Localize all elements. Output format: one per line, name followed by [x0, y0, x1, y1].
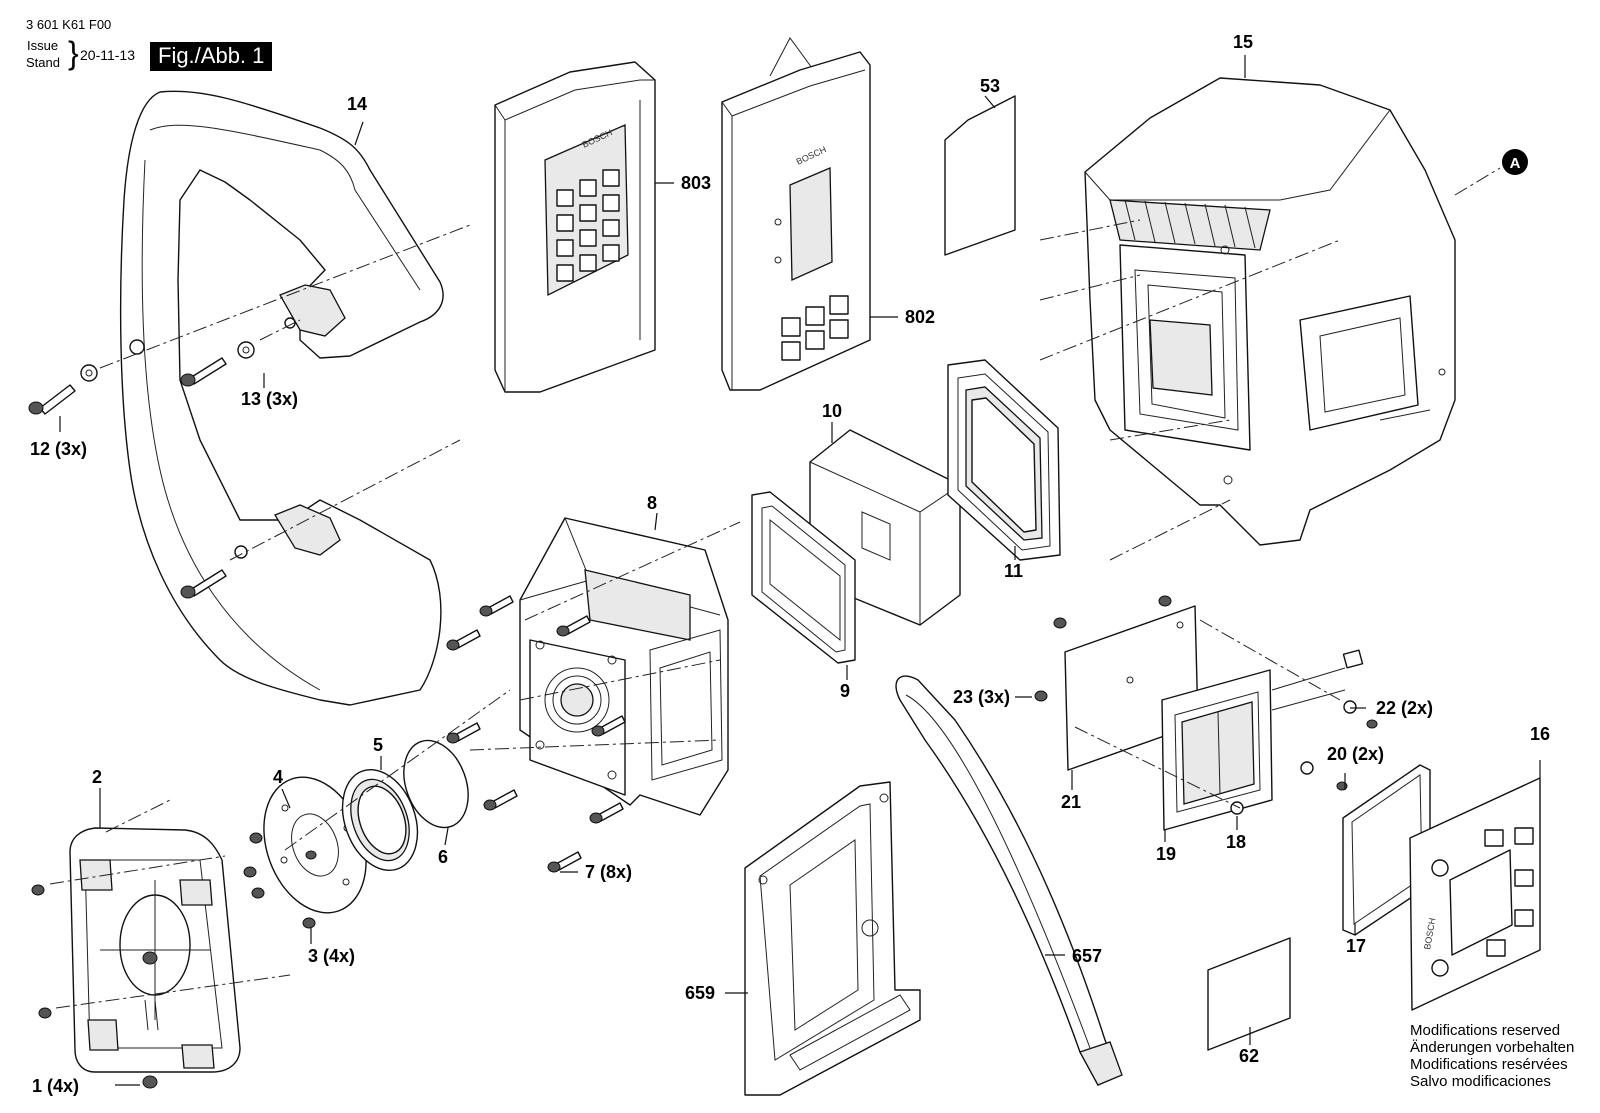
screw-7-group [446, 595, 626, 873]
label-62 [1207, 937, 1291, 1051]
screw-23-group [1034, 595, 1172, 702]
screw-3-group [249, 832, 316, 929]
callout-18: 18 [1226, 832, 1246, 852]
housing-15 [1084, 77, 1456, 546]
callout-9: 9 [840, 681, 850, 701]
reference-a-marker [1502, 149, 1528, 175]
callout-20: 20 (2x) [1327, 744, 1384, 764]
callout-21: 21 [1061, 792, 1081, 812]
handle-14 [119, 90, 444, 706]
housing-fins [1124, 199, 1256, 249]
callout-19: 19 [1156, 844, 1176, 864]
callout-11: 11 [1004, 561, 1023, 581]
leader-lines [59, 55, 1541, 1086]
front-plate-16: BOSCH [1409, 777, 1541, 1011]
issue-label: Issue [27, 38, 59, 53]
issue-date: 20-11-13 [80, 47, 136, 63]
callout-7: 7 (8x) [585, 862, 632, 882]
callout-10: 10 [822, 401, 842, 421]
mount-8 [519, 517, 729, 816]
callout-13: 13 (3x) [241, 389, 298, 409]
label-53 [944, 95, 1016, 256]
callout-12: 12 (3x) [30, 439, 87, 459]
ring-5 [341, 768, 419, 872]
figure-tag: Fig./Abb. 1 [150, 42, 273, 71]
screw-1-group [31, 866, 257, 1089]
callout-5: 5 [373, 735, 383, 755]
callout-2: 2 [92, 767, 102, 787]
receiver-keypad [781, 295, 849, 361]
sensor-19 [1161, 649, 1364, 831]
callout-3: 3 (4x) [308, 946, 355, 966]
remote-keypad [556, 169, 620, 282]
base-plate-2 [69, 827, 241, 1073]
lens-6 [403, 739, 469, 829]
callout-53: 53 [980, 76, 1000, 96]
screw-12-group [28, 341, 255, 599]
seal-9 [751, 491, 856, 664]
callout-22: 22 (2x) [1376, 698, 1433, 718]
wall-bracket-659 [744, 781, 921, 1096]
remote-803: BOSCH [494, 61, 656, 393]
modifications-line-es: Salvo modificaciones [1410, 1073, 1551, 1090]
callout-16: 16 [1530, 724, 1550, 744]
callout-803: 803 [681, 173, 711, 193]
stand-label: Stand [26, 55, 60, 70]
callout-23: 23 (3x) [953, 687, 1010, 707]
part-number: 3 601 K61 F00 [26, 17, 112, 32]
gasket-4 [263, 776, 367, 914]
callout-a: A [1510, 155, 1521, 172]
frame-11 [947, 359, 1061, 561]
modifications-line-de: Änderungen vorbehalten [1410, 1039, 1575, 1056]
strap-657 [895, 675, 1123, 1086]
callout-15: 15 [1233, 32, 1253, 52]
receiver-802: BOSCH [721, 37, 871, 391]
callout-4: 4 [273, 767, 283, 787]
callout-17: 17 [1346, 936, 1366, 956]
callout-6: 6 [438, 847, 448, 867]
callout-labels: 14 803 802 53 15 A 13 (3x) 12 (3x) 10 8 … [30, 32, 1550, 1096]
callout-802: 802 [905, 307, 935, 327]
nut-18-20-22 [1230, 700, 1378, 815]
brace: } [68, 35, 79, 71]
modifications-notice: Modifications reserved Änderungen vorbeh… [1410, 1022, 1574, 1090]
callout-8: 8 [647, 493, 657, 513]
modifications-line-en: Modifications reserved [1410, 1022, 1561, 1039]
callout-62: 62 [1239, 1046, 1259, 1066]
callout-659: 659 [685, 983, 715, 1003]
callout-1: 1 (4x) [32, 1076, 79, 1096]
callout-14: 14 [347, 94, 367, 114]
modifications-line-fr: Modifications resérvées [1410, 1056, 1568, 1073]
callout-657: 657 [1072, 946, 1102, 966]
